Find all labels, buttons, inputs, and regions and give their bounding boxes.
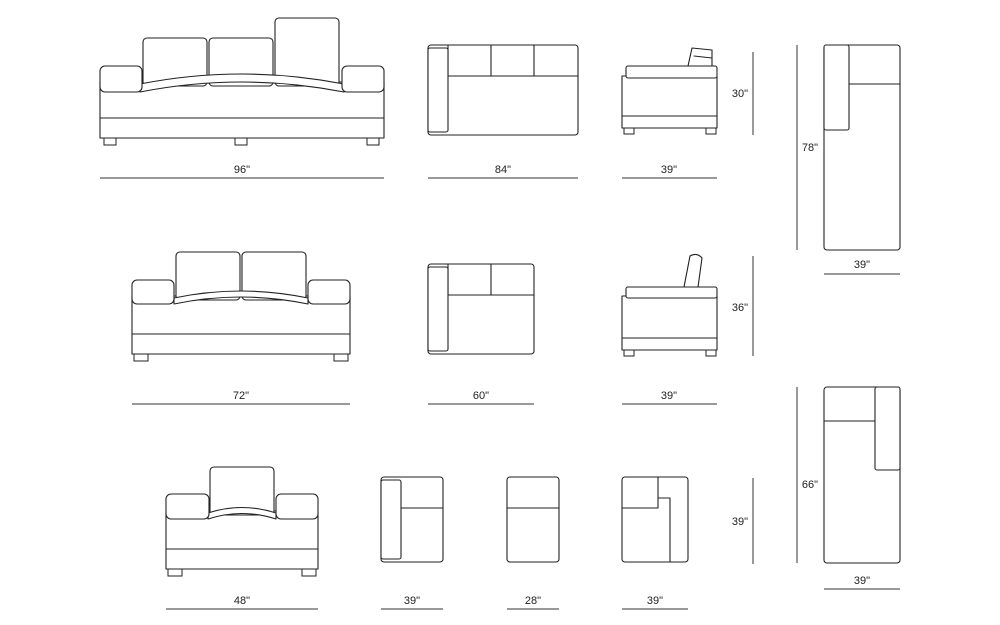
dimension-label-48: 48" [234,595,250,607]
dimension-label-39-row1: 39" [661,164,677,176]
chaise-short-top-view [823,386,901,564]
sofa-72-front-view [131,251,351,362]
dimension-label-28: 28" [525,595,541,607]
dimension-label-39-arm: 39" [404,595,420,607]
corner-module-top-view [621,476,689,563]
dimension-label-39-row2: 39" [661,390,677,402]
dimension-label-60: 60" [473,390,489,402]
width-label-39-short: 39" [854,575,870,587]
chair-48-front-view [165,466,319,577]
length-label-78: 78" [802,142,818,154]
armless-module-top-view [506,476,560,563]
chaise-sofa-84-top-view [427,44,579,136]
chaise-long-top-view [823,44,901,251]
side-view-row2 [621,253,718,357]
arm-module-top-view [380,476,444,563]
sofa-96-front-view [99,17,385,146]
dimension-label-39-corner: 39" [647,595,663,607]
dimension-label-84: 84" [495,164,511,176]
chaise-sofa-60-top-view [427,263,535,355]
length-label-66: 66" [802,479,818,491]
side-view-row1 [621,47,718,135]
dimension-label-72: 72" [233,390,249,402]
height-label-36: 36" [732,302,748,314]
height-label-39: 39" [732,516,748,528]
width-label-39-long: 39" [854,259,870,271]
height-label-30: 30" [732,88,748,100]
dimension-label-96: 96" [234,164,250,176]
